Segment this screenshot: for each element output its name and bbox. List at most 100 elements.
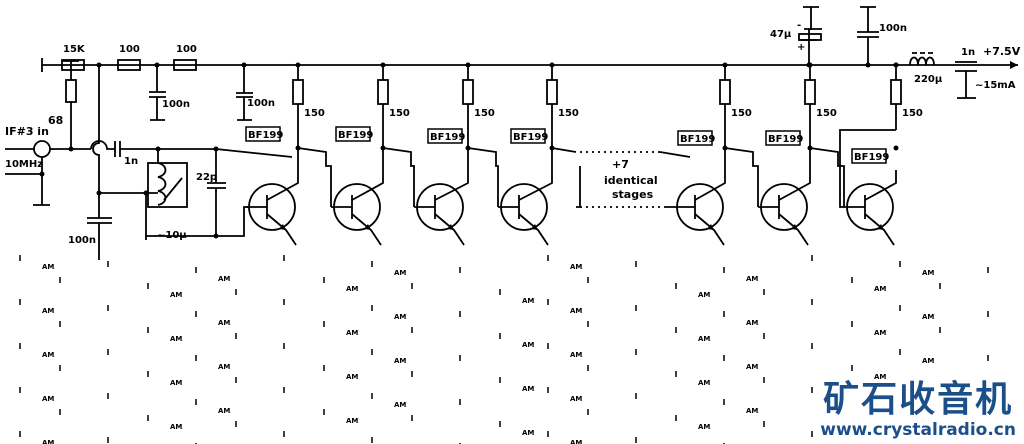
watermark-mark: AM — [170, 291, 182, 299]
watermark-mark: AM — [746, 275, 758, 283]
logo-url: www.crystalradio.cn — [820, 420, 1016, 440]
watermark-mark: AM — [746, 363, 758, 371]
transistor-label: BF199 — [430, 132, 465, 143]
interstage-line — [467, 147, 499, 207]
transistor-label-box — [677, 130, 713, 146]
transistor-leads — [246, 170, 299, 246]
watermark-mark: AM — [346, 329, 358, 337]
watermark-mark: AM — [522, 297, 534, 305]
tank-shield — [147, 162, 188, 208]
watermark-mark: AM — [42, 439, 54, 444]
transistor-leads — [844, 170, 897, 246]
collector-resistor — [292, 79, 304, 105]
interstage-line — [297, 147, 332, 207]
supply-arrow-icon — [1010, 61, 1018, 69]
cap-1n — [114, 141, 121, 157]
transistor-leads — [414, 170, 469, 246]
watermark-mark: AM — [922, 357, 934, 365]
transistor-label: BF199 — [854, 152, 889, 163]
cap-47u — [801, 28, 822, 65]
emitter-arrow-icon — [531, 224, 538, 230]
watermark-mark: AM — [394, 269, 406, 277]
collector-resistor — [890, 79, 902, 105]
watermark-mark: AM — [698, 291, 710, 299]
node — [155, 146, 161, 152]
watermark-mark: AM — [42, 263, 54, 271]
resistor-label: 150 — [816, 108, 837, 119]
watermark-mark: AM — [522, 429, 534, 437]
emitter-arrow-icon — [364, 224, 371, 230]
note-count: +7 — [612, 158, 629, 171]
interstage-line — [809, 147, 845, 207]
watermark-mark: AM — [218, 363, 230, 371]
transistor-label: BF199 — [248, 130, 283, 141]
node — [465, 145, 471, 151]
cap-47u-top — [803, 6, 819, 30]
dotted-continuation — [580, 151, 665, 208]
watermark-mark: AM — [42, 307, 54, 315]
node — [295, 62, 301, 68]
watermark-mark: AM — [170, 335, 182, 343]
watermark-mark: AM — [218, 319, 230, 327]
watermark-mark: AM — [570, 263, 582, 271]
watermark-mark: AM — [394, 401, 406, 409]
watermark-mark: AM — [346, 285, 358, 293]
transistor-label-box — [245, 126, 281, 142]
transistor-label-box — [765, 130, 801, 146]
label-68: 68 — [48, 114, 63, 127]
label-47u: 47µ — [770, 29, 792, 40]
emitter-arrow-icon — [279, 224, 286, 230]
feedback-line — [839, 129, 896, 208]
input-lines — [5, 148, 91, 206]
watermark-mark: AM — [922, 269, 934, 277]
watermark-mark: AM — [698, 335, 710, 343]
watermark-mark: AM — [42, 351, 54, 359]
logo-chinese: 矿石收音机 — [823, 379, 1014, 420]
node — [295, 145, 301, 151]
transistor-label-box — [851, 148, 887, 164]
collector-resistor — [462, 79, 474, 105]
resistor-label: 150 — [902, 108, 923, 119]
watermark-mark: AM — [42, 395, 54, 403]
label-100n-c: 100n — [68, 235, 96, 246]
supply-current: ~15mA — [975, 80, 1016, 91]
transistor-label: BF199 — [680, 134, 715, 145]
interstage-line — [724, 147, 759, 207]
resistor-label: 150 — [558, 108, 579, 119]
resistor-label: 150 — [474, 108, 495, 119]
node — [807, 145, 813, 151]
label-100a: 100 — [119, 44, 140, 55]
label-100b: 100 — [176, 44, 197, 55]
emitter-arrow-icon — [707, 224, 714, 230]
watermark-mark: AM — [522, 385, 534, 393]
label-100n-d: 100n — [879, 23, 907, 34]
resistor-15k — [61, 59, 85, 71]
watermark-mark: AM — [218, 275, 230, 283]
resistor-label: 150 — [389, 108, 410, 119]
watermark-mark: AM — [394, 313, 406, 321]
node — [722, 62, 728, 68]
label-22p: 22p — [196, 172, 217, 183]
watermark-mark: AM — [698, 379, 710, 387]
transistor-label-box — [427, 128, 463, 144]
resistor-68 — [65, 79, 77, 103]
note-identical: identical — [604, 174, 658, 187]
interstage-line — [382, 147, 415, 207]
watermark-mark: AM — [570, 395, 582, 403]
cap-22p — [146, 149, 250, 237]
resistor-100a — [117, 59, 141, 71]
label-47u-plus: + — [797, 42, 805, 53]
cap-1n-feedthrough — [955, 61, 977, 99]
amplifier-stages: 150BF199150BF199150BF199150BF199150BF199… — [245, 62, 923, 246]
transistor-leads — [758, 170, 811, 246]
node — [549, 62, 555, 68]
label-15k: 15K — [63, 44, 86, 55]
signal-line — [215, 148, 293, 158]
watermark-mark: AM — [746, 319, 758, 327]
r68-leads — [62, 60, 79, 149]
watermark-mark: AM — [874, 329, 886, 337]
